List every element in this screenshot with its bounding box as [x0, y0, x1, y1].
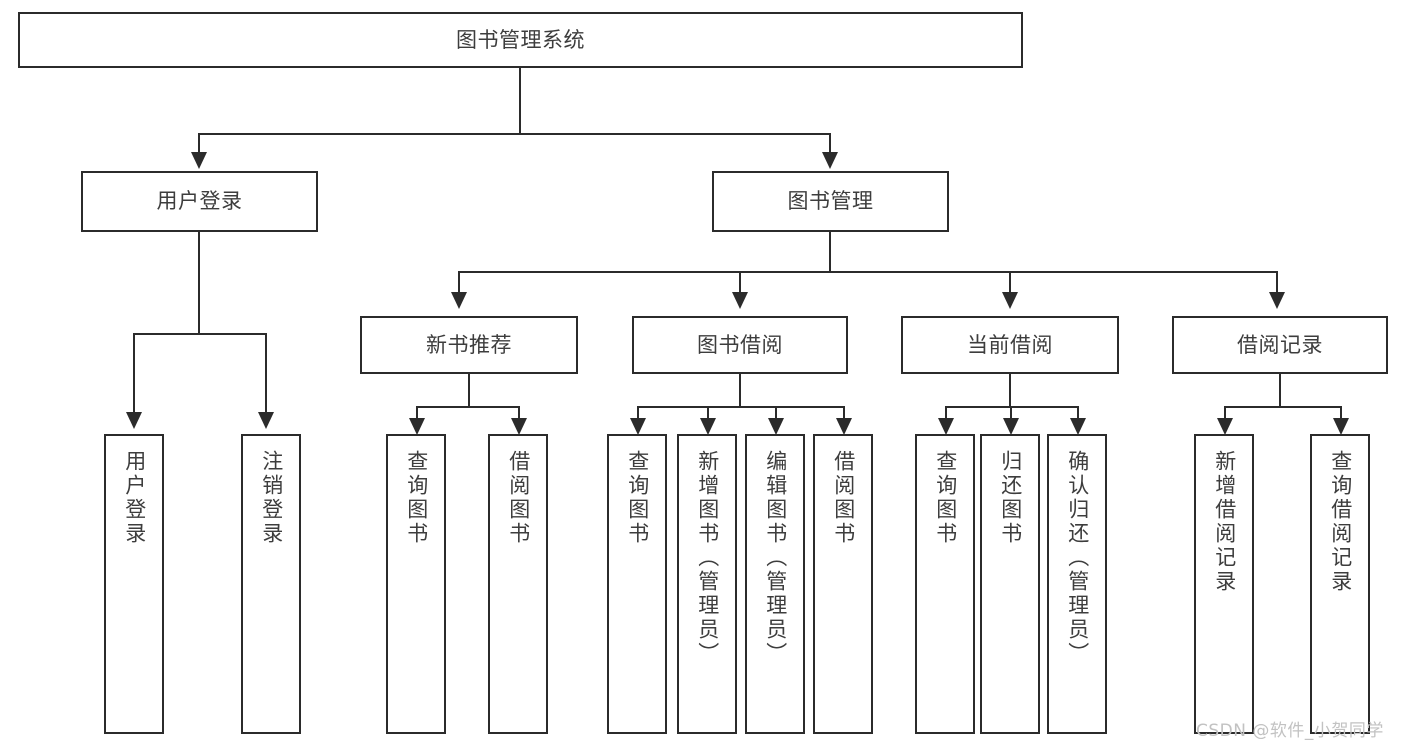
connector-level3-drop-2 [739, 271, 742, 296]
leaf-add-book-admin[interactable]: 新增图书（管理员） [677, 434, 737, 734]
arrowhead-to-book-management [822, 152, 838, 169]
connector-level2-drop-left [198, 133, 201, 156]
leaf-confirm-return-admin[interactable]: 确认归还（管理员） [1047, 434, 1107, 734]
node-label: 编辑图书（管理员） [763, 450, 788, 666]
connector-book-borrow-drop-4 [843, 406, 846, 420]
arrowhead-to-borrow-record [1269, 292, 1285, 309]
arrowhead-to-leaf-return-book [1003, 418, 1019, 435]
connector-user-login-drop-1 [133, 333, 136, 415]
node-label: 借阅图书 [831, 450, 856, 546]
leaf-add-borrow-record[interactable]: 新增借阅记录 [1194, 434, 1254, 734]
node-label: 用户登录 [156, 189, 243, 214]
connector-level3-drop-1 [458, 271, 461, 296]
node-label: 注销登录 [259, 450, 284, 546]
leaf-logout[interactable]: 注销登录 [241, 434, 301, 734]
connector-level2-bar [198, 133, 831, 136]
connector-borrow-record-drop-1 [1224, 406, 1227, 420]
node-user-login[interactable]: 用户登录 [81, 171, 318, 232]
connector-level2-drop-right [829, 133, 832, 156]
arrowhead-to-leaf-add-record [1217, 418, 1233, 435]
leaf-borrow-book-recommend[interactable]: 借阅图书 [488, 434, 548, 734]
arrowhead-to-leaf-confirm-return [1070, 418, 1086, 435]
connector-borrow-record-stem [1279, 374, 1282, 408]
connector-book-borrow-drop-1 [637, 406, 640, 420]
arrowhead-to-current-borrow [1002, 292, 1018, 309]
node-book-management[interactable]: 图书管理 [712, 171, 949, 232]
arrowhead-to-leaf-logout [258, 412, 274, 429]
arrowhead-to-leaf-query-book-3 [938, 418, 954, 435]
connector-book-borrow-drop-3 [775, 406, 778, 420]
connector-current-borrow-drop-3 [1077, 406, 1080, 420]
leaf-query-book-borrow[interactable]: 查询图书 [607, 434, 667, 734]
connector-book-management-stem [829, 232, 832, 273]
connector-root-stem [519, 68, 522, 135]
node-label: 图书借阅 [697, 332, 783, 357]
node-label: 查询借阅记录 [1328, 450, 1353, 594]
arrowhead-to-leaf-edit-book [768, 418, 784, 435]
connector-level3-bar [458, 271, 1278, 274]
connector-borrow-record-bar [1224, 406, 1342, 409]
leaf-edit-book-admin[interactable]: 编辑图书（管理员） [745, 434, 805, 734]
connector-user-login-bar [133, 333, 265, 336]
connector-book-borrow-bar [637, 406, 845, 409]
connector-book-borrow-drop-2 [707, 406, 710, 420]
node-current-borrow[interactable]: 当前借阅 [901, 316, 1119, 374]
connector-level3-drop-3 [1009, 271, 1012, 296]
arrowhead-to-leaf-borrow-book-1 [511, 418, 527, 435]
node-label: 图书管理系统 [456, 27, 585, 52]
node-label: 归还图书 [998, 450, 1023, 546]
node-label: 当前借阅 [967, 332, 1053, 357]
leaf-borrow-book[interactable]: 借阅图书 [813, 434, 873, 734]
connector-new-book-drop-2 [518, 406, 521, 420]
arrowhead-to-leaf-query-book-2 [630, 418, 646, 435]
connector-user-login-drop-2 [265, 333, 268, 415]
arrowhead-to-book-borrow [732, 292, 748, 309]
node-label: 确认归还（管理员） [1065, 450, 1090, 666]
connector-user-login-stem [198, 232, 201, 335]
node-new-book-recommend[interactable]: 新书推荐 [360, 316, 578, 374]
node-label: 查询图书 [625, 450, 650, 546]
connector-new-book-drop-1 [416, 406, 419, 420]
leaf-query-borrow-record[interactable]: 查询借阅记录 [1310, 434, 1370, 734]
leaf-return-book[interactable]: 归还图书 [980, 434, 1040, 734]
leaf-query-book-recommend[interactable]: 查询图书 [386, 434, 446, 734]
node-label: 新增借阅记录 [1212, 450, 1237, 594]
arrowhead-to-new-book-recommend [451, 292, 467, 309]
node-label: 用户登录 [122, 450, 147, 546]
arrowhead-to-user-login [191, 152, 207, 169]
arrowhead-to-leaf-user-login [126, 412, 142, 429]
node-label: 新书推荐 [426, 332, 512, 357]
connector-current-borrow-stem [1009, 374, 1012, 408]
arrowhead-to-leaf-query-record [1333, 418, 1349, 435]
connector-current-borrow-drop-2 [1010, 406, 1013, 420]
node-borrow-record[interactable]: 借阅记录 [1172, 316, 1388, 374]
connector-borrow-record-drop-2 [1340, 406, 1343, 420]
arrowhead-to-leaf-borrow-book-2 [836, 418, 852, 435]
node-root-book-management-system[interactable]: 图书管理系统 [18, 12, 1023, 68]
node-label: 新增图书（管理员） [695, 450, 720, 666]
arrowhead-to-leaf-add-book [700, 418, 716, 435]
arrowhead-to-leaf-query-book-1 [409, 418, 425, 435]
node-label: 查询图书 [933, 450, 958, 546]
connector-level3-drop-4 [1276, 271, 1279, 296]
connector-book-borrow-stem [739, 374, 742, 408]
connector-new-book-bar [416, 406, 520, 409]
csdn-watermark: CSDN @软件_小贺同学 [1196, 721, 1384, 741]
node-label: 查询图书 [404, 450, 429, 546]
connector-current-borrow-drop-1 [945, 406, 948, 420]
node-book-borrow[interactable]: 图书借阅 [632, 316, 848, 374]
node-label: 借阅图书 [506, 450, 531, 546]
leaf-user-login[interactable]: 用户登录 [104, 434, 164, 734]
node-label: 图书管理 [787, 189, 874, 214]
connector-new-book-stem [468, 374, 471, 408]
node-label: 借阅记录 [1237, 332, 1323, 357]
leaf-query-book-current[interactable]: 查询图书 [915, 434, 975, 734]
